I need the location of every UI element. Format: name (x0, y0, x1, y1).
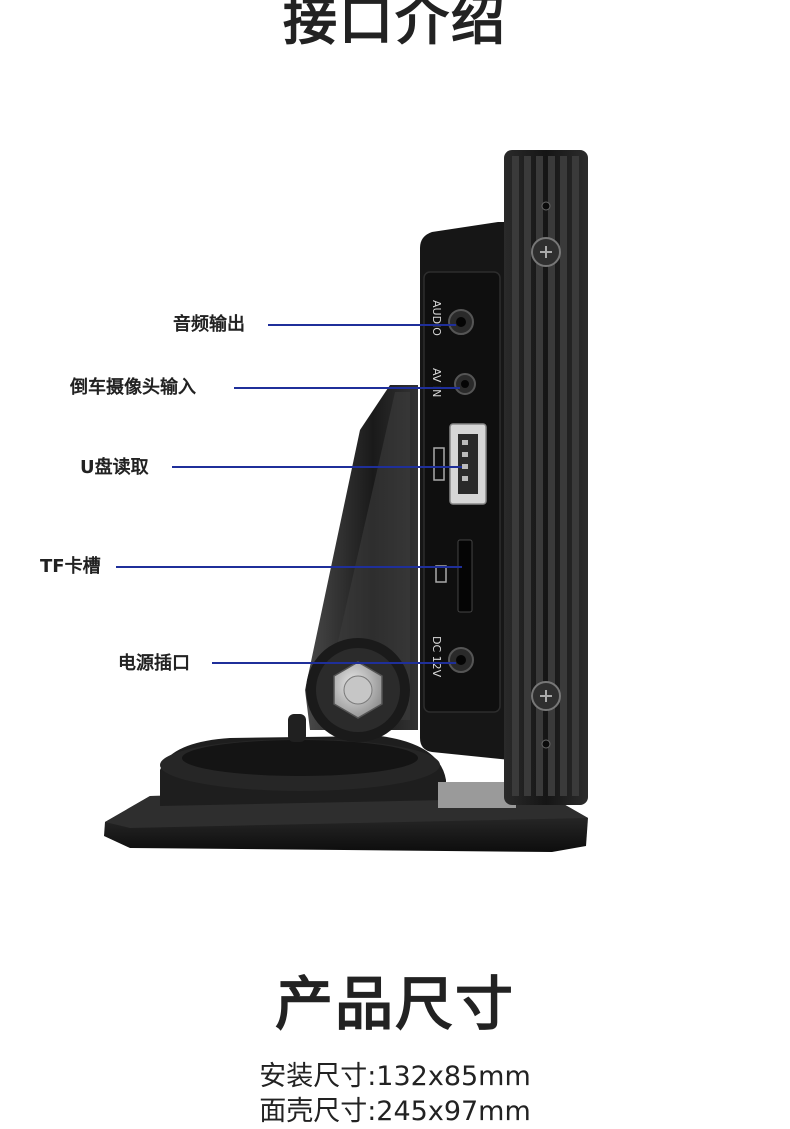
bottom-screw-icon (531, 681, 561, 711)
callout-reverse-camera-input: 倒车摄像头输入 (70, 377, 196, 398)
av-in-port: AV IN (430, 368, 476, 397)
usb-port (433, 423, 487, 505)
leader-reverse-camera-input (234, 387, 460, 389)
mount-arm (305, 385, 418, 742)
callout-audio-output: 音频输出 (173, 314, 245, 335)
device-side-illustration: AUDIO AV IN DC 12V (104, 150, 588, 852)
leader-power-jack (212, 662, 456, 664)
dc-power-port: DC 12V (430, 636, 474, 678)
leader-audio-output (268, 324, 456, 326)
dc-port-label: DC 12V (430, 636, 443, 678)
callout-usb-read: U盘读取 (80, 457, 149, 478)
screen-body (504, 150, 588, 805)
callout-tf-card-slot: TF卡槽 (40, 556, 101, 577)
top-screw-icon (531, 237, 561, 267)
interface-section-title: 接口介绍 (283, 0, 507, 52)
av-in-port-label: AV IN (430, 368, 443, 397)
callout-power-jack: 电源插口 (118, 653, 190, 674)
size-section-title: 产品尺寸 (274, 970, 515, 1038)
audio-port-label: AUDIO (430, 300, 443, 336)
bezel-size-text: 面壳尺寸:245x97mm (259, 1096, 531, 1127)
leader-tf-card-slot (116, 566, 462, 568)
install-size-text: 安装尺寸:132x85mm (259, 1061, 531, 1092)
audio-port: AUDIO (430, 300, 474, 336)
mount-base (104, 714, 588, 852)
leader-usb-read (172, 466, 462, 468)
